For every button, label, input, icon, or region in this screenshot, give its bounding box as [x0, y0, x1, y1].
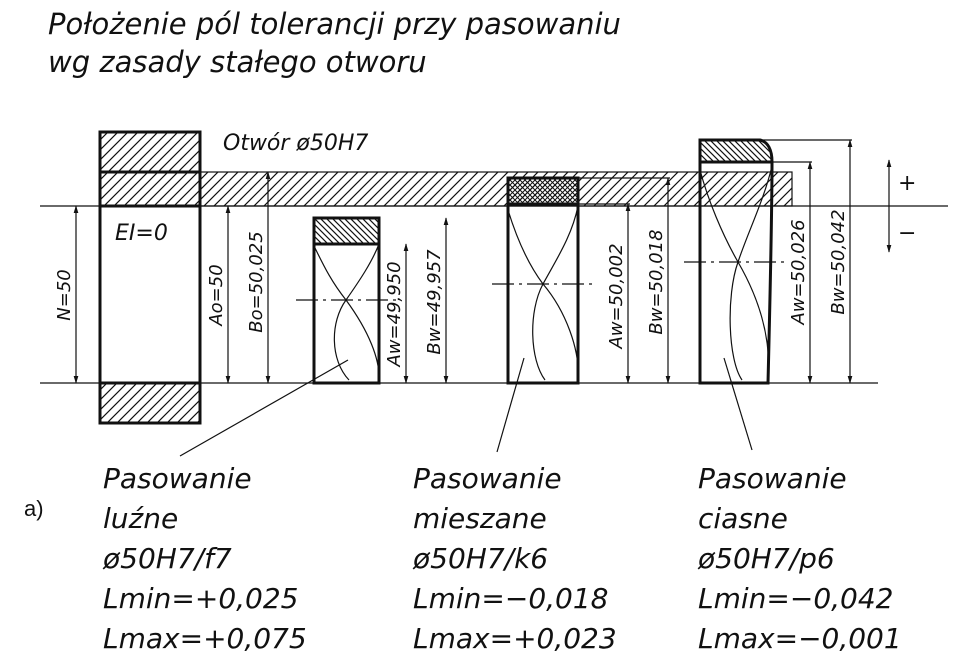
nominal-dimension-label: N=50 — [54, 269, 75, 320]
leader-line-interference — [723, 357, 753, 451]
ei-label: EI=0 — [115, 221, 168, 246]
fit-line: Lmin=−0,042 — [698, 582, 893, 615]
ao-dimension-label: Ao=50 — [206, 264, 227, 326]
leader-line-clearance — [179, 359, 349, 457]
fit-line: ø50H7/k6 — [412, 542, 548, 575]
fit-line: Lmax=+0,023 — [413, 622, 617, 655]
hole-label: Otwór ø50H7 — [223, 131, 368, 156]
plus-sign: + — [898, 171, 916, 196]
shaft-interference — [684, 138, 852, 385]
aw2-dimension-label: Aw=50,002 — [606, 243, 627, 349]
fit-line: Lmin=−0,018 — [413, 582, 608, 615]
fit-line: Pasowanie — [103, 462, 252, 495]
fit-line: Lmax=−0,001 — [698, 622, 902, 655]
shaft-clearance — [296, 216, 400, 385]
fit-line: Lmax=+0,075 — [103, 622, 307, 655]
fit-line: Pasowanie — [698, 462, 847, 495]
leader-line-transition — [496, 357, 525, 453]
fit-line: ø50H7/p6 — [697, 542, 835, 575]
fit-description-clearance: Pasowanie luźne ø50H7/f7 Lmin=+0,025 Lma… — [102, 462, 307, 655]
aw1-dimension-label: Aw=49,950 — [384, 261, 405, 367]
diagram-title-line1: Położenie pól tolerancji przy pasowaniu — [48, 7, 621, 41]
bw3-dimension-label: Bw=50,042 — [828, 209, 849, 314]
fit-line: mieszane — [413, 502, 547, 535]
fit-description-transition: Pasowanie mieszane ø50H7/k6 Lmin=−0,018 … — [412, 462, 617, 655]
fit-line: Lmin=+0,025 — [103, 582, 298, 615]
aw3-dimension-label: Aw=50,026 — [788, 219, 809, 325]
fit-description-interference: Pasowanie ciasne ø50H7/p6 Lmin=−0,042 Lm… — [697, 462, 902, 655]
hole-sleeve — [98, 130, 202, 425]
bw1-dimension-label: Bw=49,957 — [424, 249, 445, 355]
sub-label: a) — [24, 496, 44, 521]
fit-line: ø50H7/f7 — [102, 542, 232, 575]
bw2-dimension-label: Bw=50,018 — [646, 229, 667, 334]
fit-line: luźne — [103, 502, 178, 535]
fit-line: Pasowanie — [413, 462, 562, 495]
fit-line: ciasne — [698, 502, 788, 535]
minus-sign: − — [898, 221, 916, 246]
hole-tolerance-zone — [199, 171, 793, 207]
diagram-title-line2: wg zasady stałego otworu — [48, 45, 427, 79]
shaft-transition — [492, 176, 670, 385]
bo-dimension-label: Bo=50,025 — [246, 231, 267, 332]
